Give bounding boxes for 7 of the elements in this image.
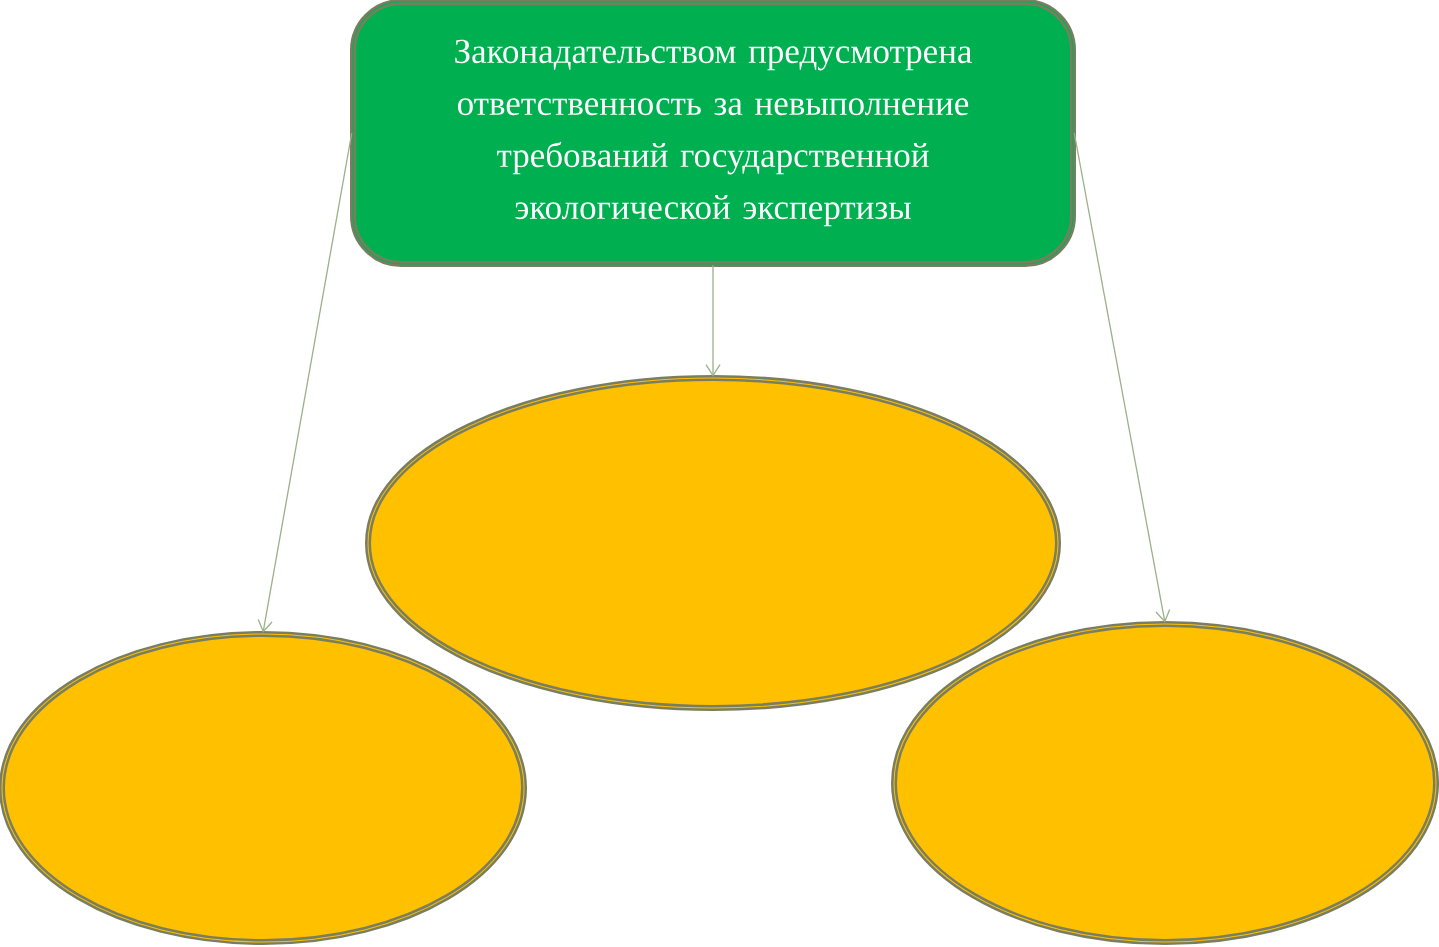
arrow xyxy=(1073,132,1171,623)
text-box: Законадательством предусмотрена ответственность за невыполнение требований государственной экологической экспертизы xyxy=(350,0,1076,267)
arrow xyxy=(257,132,353,633)
ellipse xyxy=(365,375,1061,711)
ellipse xyxy=(0,631,527,945)
ellipse xyxy=(891,621,1439,945)
arrow xyxy=(705,264,721,377)
